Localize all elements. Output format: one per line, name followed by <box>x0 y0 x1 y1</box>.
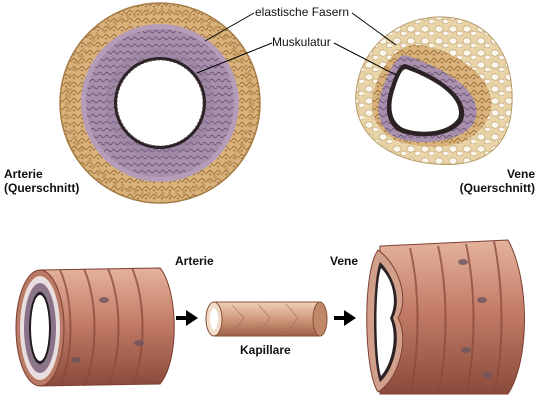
label-elastic-fibers: elastische Fasern <box>255 5 349 19</box>
vein-cross-section <box>355 16 513 166</box>
label-artery-cross-title: Arterie <box>4 167 43 181</box>
arrow-artery-to-capillary <box>176 310 198 326</box>
label-artery-tube: Arterie <box>175 254 214 268</box>
leader-lines <box>196 12 397 76</box>
label-vein-cross-subtitle: (Querschnitt) <box>460 181 535 195</box>
label-capillary: Kapillare <box>240 343 291 357</box>
label-muscle: Muskulatur <box>272 35 331 49</box>
artery-tube <box>15 267 175 387</box>
capillary-tube <box>205 301 328 337</box>
label-artery-cross-subtitle: (Querschnitt) <box>4 181 79 195</box>
vein-tube <box>366 239 525 395</box>
label-vein-tube: Vene <box>330 254 358 268</box>
label-vein-cross-title: Vene <box>507 167 535 181</box>
arrow-capillary-to-vein <box>334 310 356 326</box>
artery-cross-section <box>59 2 261 204</box>
